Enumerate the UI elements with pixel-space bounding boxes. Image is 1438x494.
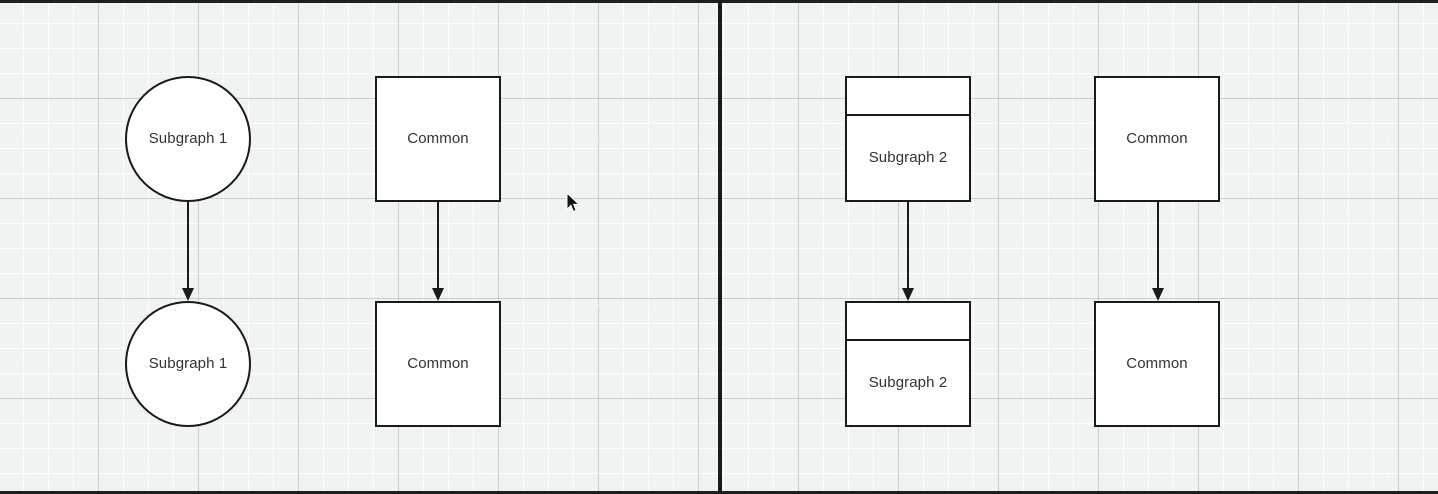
- node-header-band: [847, 78, 969, 116]
- edge-right-subgraph2-edge[interactable]: [902, 202, 914, 301]
- node-left-common-top[interactable]: Common: [375, 76, 501, 202]
- edge-left-common-edge[interactable]: [432, 202, 444, 301]
- edge-line: [437, 202, 439, 290]
- edge-line: [907, 202, 909, 290]
- edge-line: [1157, 202, 1159, 290]
- node-label: Subgraph 2: [868, 149, 948, 166]
- node-body: Subgraph 2: [847, 116, 969, 200]
- node-label: Subgraph 1: [148, 130, 228, 147]
- edge-line: [187, 202, 189, 290]
- node-label: Common: [407, 355, 469, 372]
- node-label: Common: [1126, 355, 1188, 372]
- node-right-common-bottom[interactable]: Common: [1094, 301, 1220, 427]
- node-label: Subgraph 1: [148, 355, 228, 372]
- node-label: Subgraph 2: [868, 374, 948, 391]
- pane-separator[interactable]: [718, 0, 722, 494]
- edge-left-subgraph1-edge[interactable]: [182, 202, 194, 301]
- node-right-subgraph2-bottom[interactable]: Subgraph 2: [845, 301, 971, 427]
- edge-right-common-edge[interactable]: [1152, 202, 1164, 301]
- node-left-subgraph1-top[interactable]: Subgraph 1: [125, 76, 251, 202]
- node-right-subgraph2-top[interactable]: Subgraph 2: [845, 76, 971, 202]
- arrowhead-down-icon: [182, 288, 194, 301]
- arrowhead-down-icon: [1152, 288, 1164, 301]
- mouse-cursor-arrow-icon: [566, 192, 580, 213]
- node-header-band: [847, 303, 969, 341]
- node-left-subgraph1-bottom[interactable]: Subgraph 1: [125, 301, 251, 427]
- node-body: Subgraph 2: [847, 341, 969, 425]
- node-label: Common: [1126, 130, 1188, 147]
- arrowhead-down-icon: [902, 288, 914, 301]
- node-left-common-bottom[interactable]: Common: [375, 301, 501, 427]
- node-right-common-top[interactable]: Common: [1094, 76, 1220, 202]
- node-label: Common: [407, 130, 469, 147]
- arrowhead-down-icon: [432, 288, 444, 301]
